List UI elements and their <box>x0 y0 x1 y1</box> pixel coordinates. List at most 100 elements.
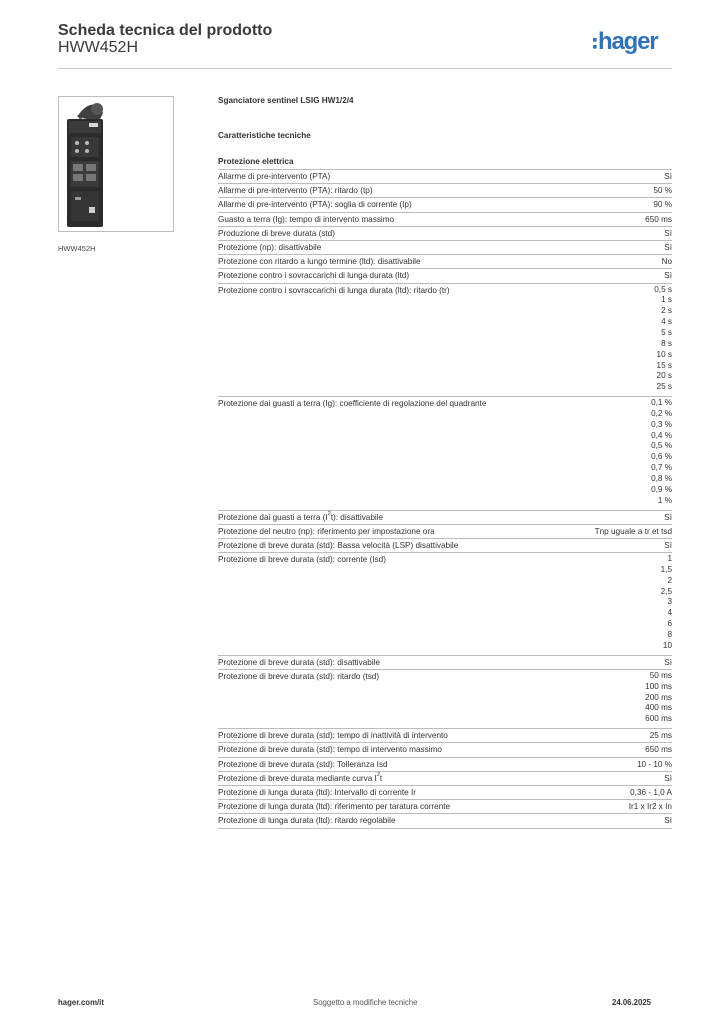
spec-value: 25 s <box>656 382 672 392</box>
spec-label: Protezione di breve durata (std): ritard… <box>218 671 380 681</box>
spec-label: Protezione di breve durata (std): disatt… <box>218 657 381 667</box>
spec-row: Protezione contro i sovraccarichi di lun… <box>218 284 672 398</box>
spec-label-part: t <box>379 773 383 783</box>
spec-value: 600 ms <box>645 714 672 724</box>
spec-value: No <box>661 257 672 267</box>
spec-values: Sì <box>664 657 672 668</box>
spec-value: 1 s <box>661 295 672 305</box>
spec-value: 2 s <box>661 306 672 316</box>
spec-label: Protezione contro i sovraccarichi di lun… <box>218 285 450 295</box>
spec-value: 1,5 <box>660 564 672 574</box>
spec-value: Sì <box>664 228 672 238</box>
spec-value: 6 <box>667 619 672 629</box>
spec-row: Protezione di breve durata (std): Toller… <box>218 758 672 772</box>
spec-value: 0,7 % <box>651 463 672 473</box>
spec-value: 650 ms <box>645 214 672 224</box>
spec-values: Sì <box>664 773 672 784</box>
footer-url[interactable]: hager.com/it <box>58 998 104 1007</box>
spec-row: Protezione dai guasti a terra (I2t): dis… <box>218 511 672 525</box>
spec-value: 0,1 % <box>651 398 672 408</box>
spec-value: 1 <box>667 554 672 564</box>
logo-wordmark: hager <box>598 28 658 55</box>
spec-label: Protezione di breve durata (std): Bassa … <box>218 540 459 550</box>
spec-value: 8 s <box>661 338 672 348</box>
spec-row: Protezione di lunga durata (ltd): riferi… <box>218 800 672 815</box>
spec-row: Protezione di breve durata (std): tempo … <box>218 743 672 758</box>
spec-value: 10 s <box>656 349 672 359</box>
spec-value: 90 % <box>653 200 672 210</box>
spec-value: Sì <box>664 657 672 667</box>
spec-value: 200 ms <box>645 692 672 702</box>
spec-label: Allarme di pre-intervento (PTA): ritardo… <box>218 186 373 196</box>
spec-row: Allarme di pre-intervento (PTA): soglia … <box>218 198 672 213</box>
spec-value: Ir1 x Ir2 x In <box>628 802 672 812</box>
spec-row: Protezione di lunga durata (ltd): Interv… <box>218 786 672 801</box>
spec-value: 0,8 % <box>651 473 672 483</box>
spec-values: Tnp uguale a tr et tsd <box>595 526 672 537</box>
spec-value: Tnp uguale a tr et tsd <box>594 526 672 536</box>
spec-row: Protezione dai guasti a terra (Ig): coef… <box>218 397 672 511</box>
spec-value: 8 <box>667 630 672 640</box>
spec-label: Protezione di lunga durata (ltd): riferi… <box>218 802 451 812</box>
spec-row: Protezione contro i sovraccarichi di lun… <box>218 269 672 284</box>
spec-label: Protezione di breve durata mediante curv… <box>218 772 664 784</box>
product-image <box>58 96 174 232</box>
spec-label: Protezione (np): disattivabile <box>218 243 322 253</box>
spec-value: 0,5 % <box>651 441 672 451</box>
spec-value: 1 % <box>657 495 672 505</box>
spec-values: No <box>662 256 672 267</box>
spec-label: Protezione dai guasti a terra (I2t): dis… <box>218 511 664 523</box>
spec-label: Protezione del neutro (np): riferimento … <box>218 526 435 536</box>
spec-value: 650 ms <box>645 745 672 755</box>
spec-row: Protezione di breve durata (std): Bassa … <box>218 539 672 554</box>
header-divider <box>58 68 672 69</box>
spec-label: Protezione di breve durata (std): tempo … <box>218 731 448 741</box>
spec-label: Protezione di lunga durata (ltd): ritard… <box>218 816 396 826</box>
spec-values: Sì <box>664 270 672 281</box>
spec-row: Guasto a terra (Ig): tempo di intervento… <box>218 213 672 227</box>
spec-value: 10 <box>662 640 672 650</box>
spec-value: 0,2 % <box>651 408 672 418</box>
spec-value: 0,3 % <box>651 419 672 429</box>
spec-values: 25 ms <box>650 730 672 741</box>
spec-value: Sì <box>664 816 672 826</box>
spec-values: 90 % <box>653 199 672 210</box>
spec-value: 20 s <box>656 371 672 381</box>
spec-row: Allarme di pre-intervento (PTA) Sì <box>218 169 672 185</box>
spec-values: 10 - 10 % <box>637 759 672 770</box>
spec-values: 0,1 %0,2 %0,3 %0,4 %0,5 %0,6 %0,7 %0,8 %… <box>651 398 672 506</box>
spec-values: Sì <box>664 815 672 826</box>
spec-value: 0,6 % <box>651 452 672 462</box>
spec-label: Protezione di breve durata (std): corren… <box>218 555 386 565</box>
spec-value: Sì <box>664 773 672 783</box>
spec-values: Ir1 x Ir2 x In <box>629 801 672 812</box>
spec-value: 100 ms <box>645 681 672 691</box>
spec-value: Sì <box>664 172 672 181</box>
spec-label-part: Protezione di breve durata mediante curv… <box>218 773 377 783</box>
spec-label-part: t): disattivabile <box>330 512 384 522</box>
spec-value: 25 ms <box>649 731 672 741</box>
spec-value: 0,9 % <box>651 484 672 494</box>
spec-values: 0,36 - 1,0 A <box>630 787 672 798</box>
footer-date: 24.06.2025 <box>612 998 652 1007</box>
spec-label: Protezione di breve durata (std): Toller… <box>218 759 388 769</box>
spec-values: Sì <box>664 171 672 182</box>
spec-value: 50 ms <box>649 670 672 680</box>
product-code: HWW452H <box>58 39 139 56</box>
spec-value: 5 s <box>661 328 672 337</box>
spec-values: Sì <box>664 540 672 551</box>
spec-row: Produzione di breve durata (std)Sì <box>218 227 672 242</box>
spec-values: Sì <box>664 228 672 239</box>
spec-row: Protezione di breve durata (std): disatt… <box>218 656 672 670</box>
section-technical-characteristics: Caratteristiche tecniche <box>218 131 311 140</box>
spec-label-superscript: 2 <box>376 772 380 778</box>
spec-label: Allarme di pre-intervento (PTA): soglia … <box>218 200 412 210</box>
spec-label: Protezione dai guasti a terra (Ig): coef… <box>218 399 487 409</box>
spec-row: Protezione di breve durata mediante curv… <box>218 772 672 786</box>
spec-values: 650 ms <box>645 744 672 755</box>
spec-value: Sì <box>664 243 672 253</box>
spec-label: Protezione contro i sovraccarichi di lun… <box>218 271 410 281</box>
spec-label: Allarme di pre-intervento (PTA) <box>218 172 331 181</box>
